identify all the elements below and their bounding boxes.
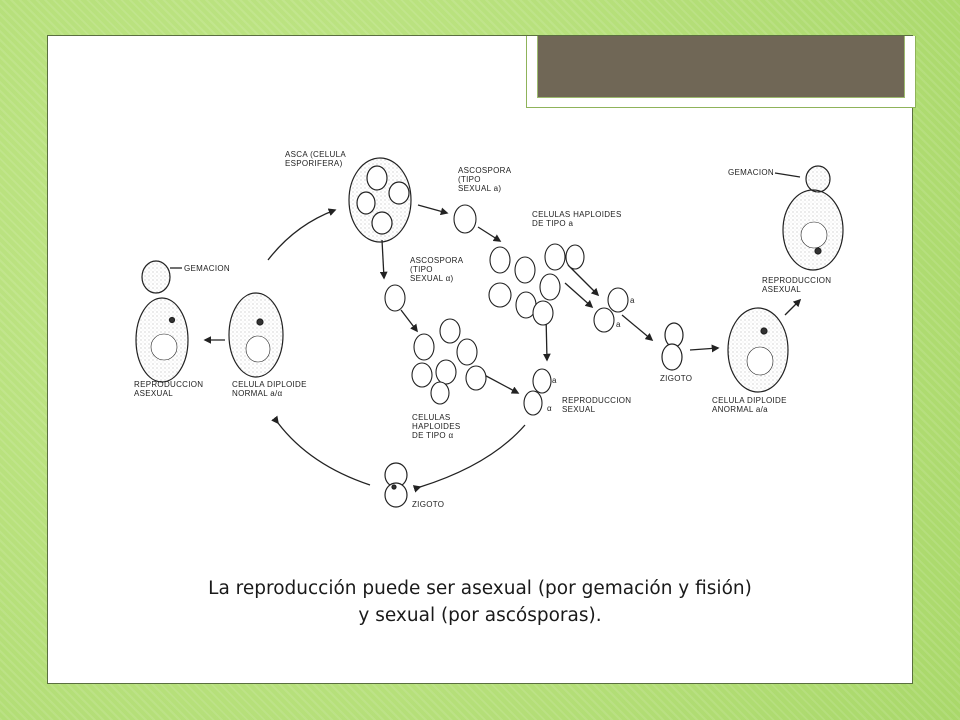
ascospore-a xyxy=(453,204,477,234)
arrow-a-spore xyxy=(477,226,502,242)
arrow-zigoto-to-abnormal xyxy=(689,344,720,353)
label-mark-a-mating: a xyxy=(552,376,557,385)
label-repro-asexual-right-line2: ASEXUAL xyxy=(762,285,801,294)
label-diploid-abnormal-line2: ANORMAL a/a xyxy=(712,405,768,414)
label-haploid-alpha-line1: CELULAS xyxy=(412,413,451,422)
diploid-abnormal-cell xyxy=(727,307,789,393)
ascospore-alpha xyxy=(384,284,406,312)
label-mark-a-top: a xyxy=(630,296,635,305)
label-haploid-a-line1: CELULAS HAPLOIDES xyxy=(532,210,622,219)
arrow-asca-to-alpha xyxy=(379,239,388,280)
slide-caption: La reproducción puede ser asexual (por g… xyxy=(47,575,913,629)
arrow-cycle-bottom xyxy=(412,424,526,493)
label-haploid-alpha-line2: HAPLOIDES xyxy=(412,422,461,431)
diploid-normal-cell xyxy=(228,292,284,378)
label-ascospora-a-line3: SEXUAL a) xyxy=(458,184,501,193)
label-mark-alpha-mating: α xyxy=(547,404,552,413)
arrow-haploid-a-right1 xyxy=(567,264,600,297)
arrow-asca-to-a xyxy=(417,204,449,216)
arrow-cycle-left xyxy=(271,415,371,486)
cycle-arrows xyxy=(170,172,802,493)
haploid-alpha-cluster xyxy=(411,318,487,405)
title-placeholder-tab xyxy=(526,36,916,108)
label-zigoto-right: ZIGOTO xyxy=(660,374,692,383)
label-diploid-abnormal-line1: CELULA DIPLOIDE xyxy=(712,396,787,405)
label-diploid-normal-line2: NORMAL a/α xyxy=(232,389,283,398)
label-ascospora-alpha-line2: (TIPO xyxy=(410,265,433,274)
zigoto-bottom-cell xyxy=(384,462,408,508)
label-ascospora-alpha-line3: SEXUAL α) xyxy=(410,274,454,283)
caption-line-1: La reproducción puede ser asexual (por g… xyxy=(208,578,752,599)
label-haploid-alpha-line3: DE TIPO α xyxy=(412,431,453,440)
label-ascospora-a-line1: ASCOSPORA xyxy=(458,166,512,175)
arrow-cycle-top xyxy=(267,208,337,261)
zigoto-right-cell xyxy=(661,322,684,371)
label-zigoto-bottom: ZIGOTO xyxy=(412,500,444,509)
haploid-a-cluster xyxy=(488,243,629,333)
arrow-alpha-spore xyxy=(400,309,418,333)
asca-cell xyxy=(348,157,412,243)
label-repro-asexual-left-line2: ASEXUAL xyxy=(134,389,173,398)
label-diploid-normal-line1: CELULA DIPLOIDE xyxy=(232,380,307,389)
arrow-abnormal-to-asexual xyxy=(784,298,802,316)
label-repro-asexual-right-line1: REPRODUCCION xyxy=(762,276,831,285)
label-ascospora-alpha-line1: ASCOSPORA xyxy=(410,256,464,265)
label-gemacion-right: GEMACION xyxy=(728,168,774,177)
label-haploid-a-line2: DE TIPO a xyxy=(532,219,573,228)
label-mark-a-bottom: a xyxy=(616,320,621,329)
label-repro-asexual-left-line1: REPRODUCCION xyxy=(134,380,203,389)
label-repro-sexual-line2: SEXUAL xyxy=(562,405,596,414)
title-placeholder-bar xyxy=(537,36,905,98)
mating-pair xyxy=(523,368,552,416)
budding-cell-left xyxy=(135,260,189,383)
label-asca-line2: ESPORIFERA) xyxy=(285,159,343,168)
label-ascospora-a-line2: (TIPO xyxy=(458,175,481,184)
budding-cell-right xyxy=(782,165,844,271)
label-asca-line1: ASCA (CELULA xyxy=(285,150,346,159)
label-repro-sexual-line1: REPRODUCCION xyxy=(562,396,631,405)
arrow-to-zigoto-right xyxy=(621,314,654,341)
label-gemacion-left: GEMACION xyxy=(184,264,230,273)
caption-line-2: y sexual (por ascósporas). xyxy=(358,605,602,626)
leader-gemacion-right xyxy=(774,172,801,178)
arrow-haploid-a-right2 xyxy=(564,282,594,309)
